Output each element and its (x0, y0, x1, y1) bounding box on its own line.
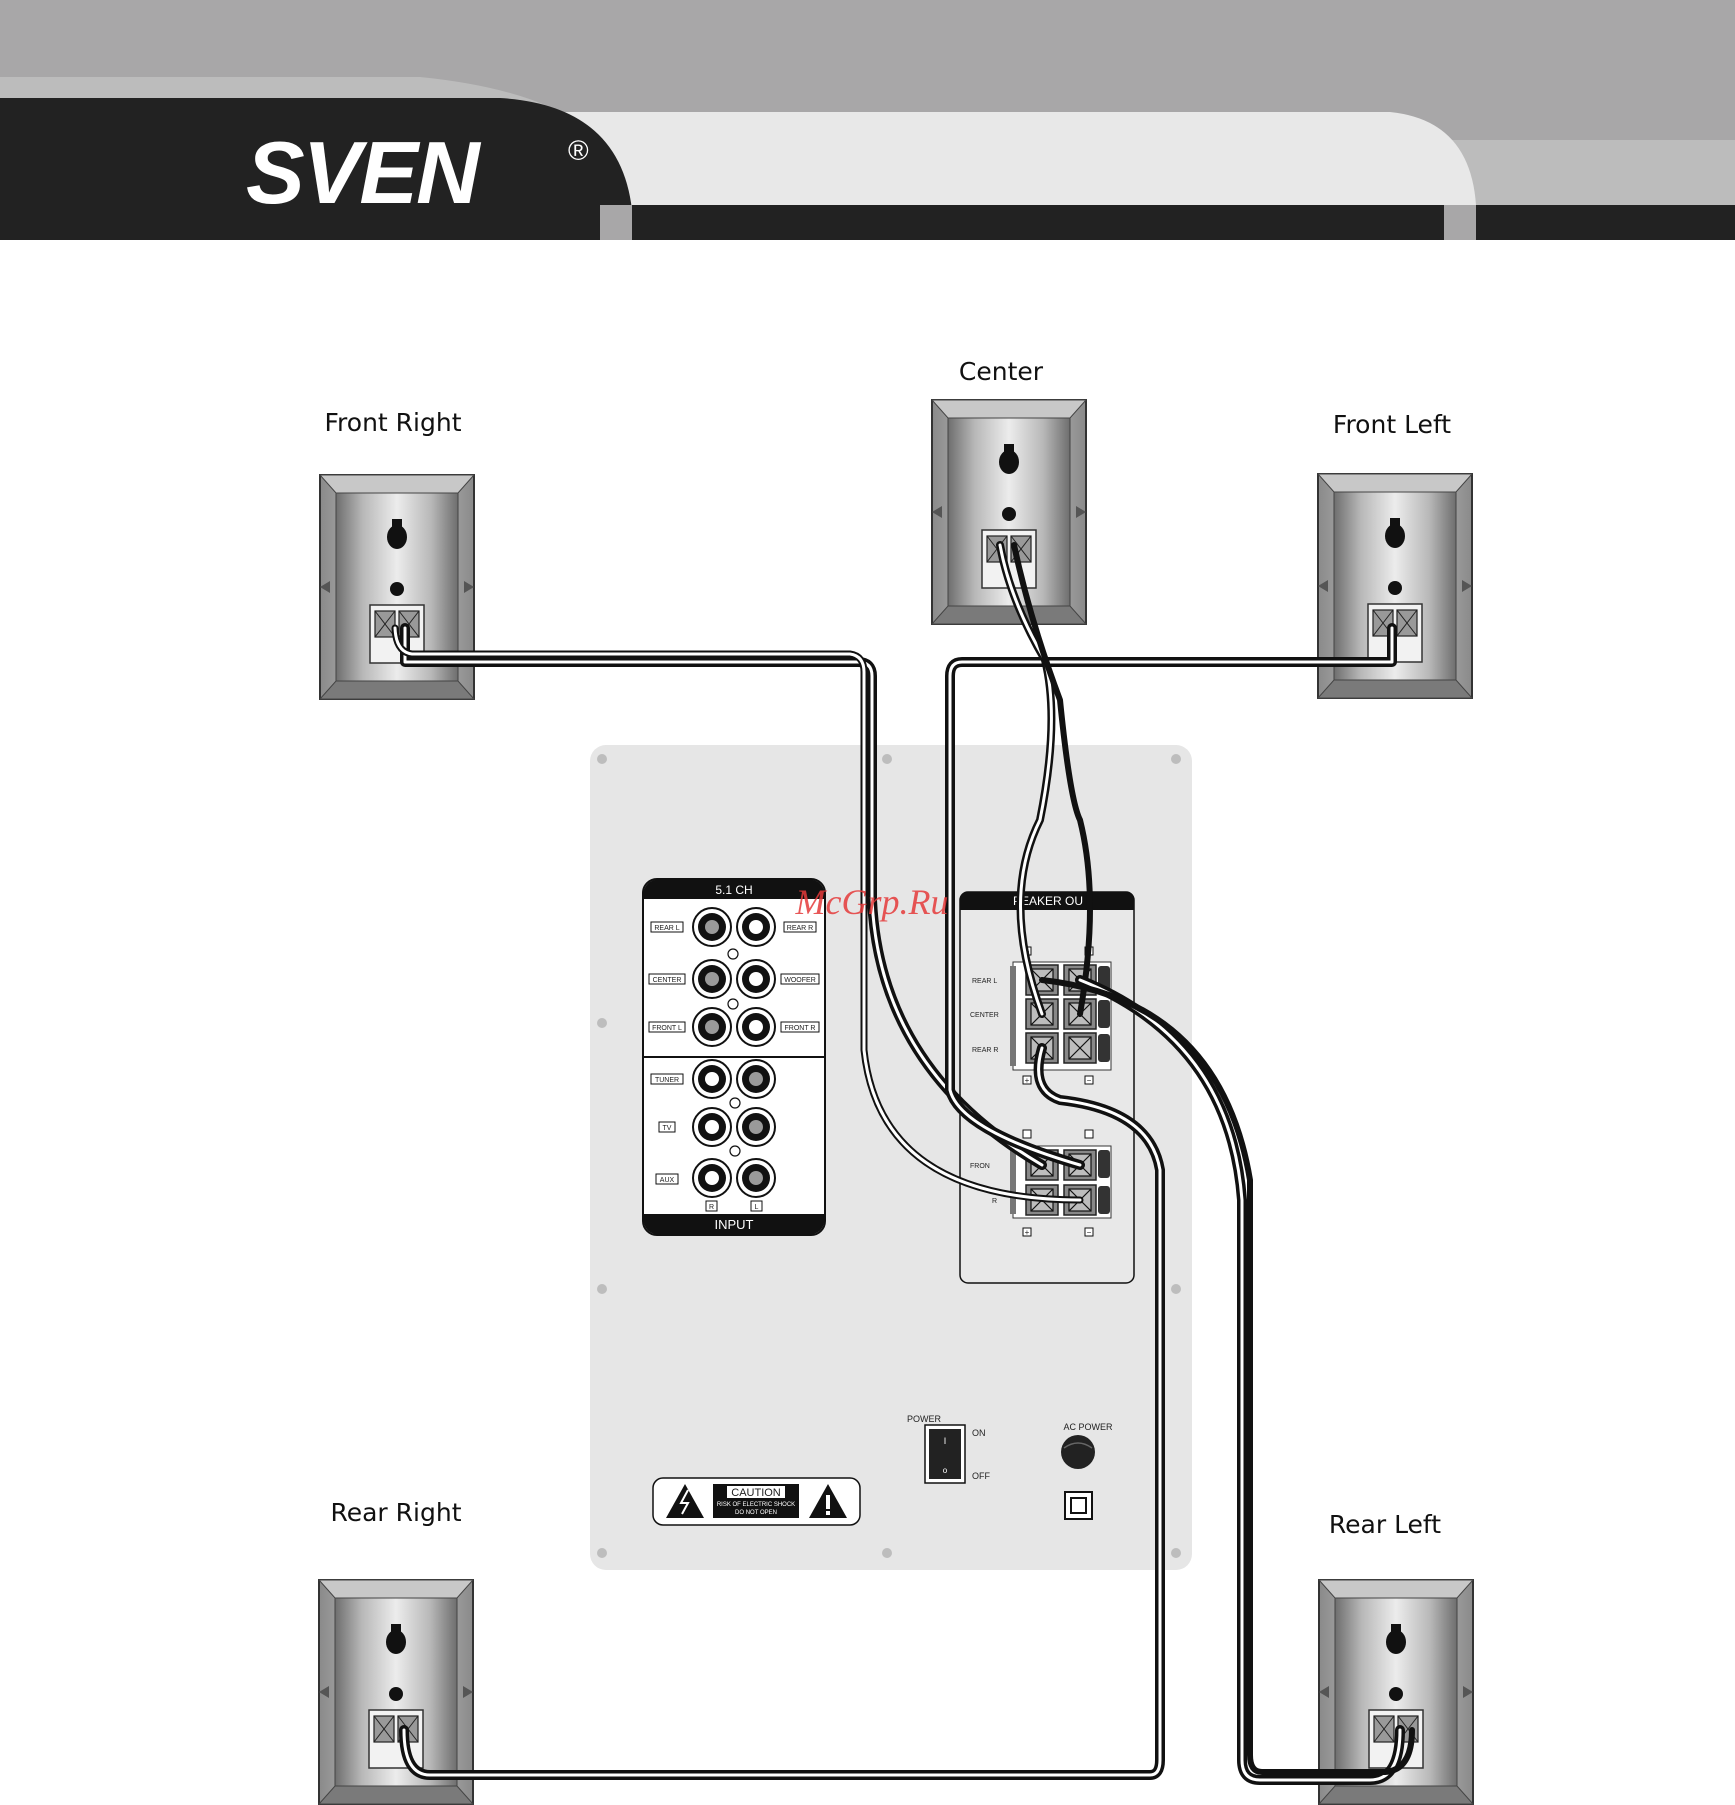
power-label: POWER (907, 1414, 942, 1424)
rca-jack-tv-l[interactable] (737, 1108, 775, 1146)
jack-label-front-l: FRONT L (652, 1025, 682, 1032)
jack-label-rear-l: REAR L (654, 925, 679, 932)
polarity-plus-bottom: + (1025, 1228, 1030, 1237)
speaker-out-terminal-rear-r-minus[interactable] (1064, 1033, 1096, 1063)
channel-label-r: R (709, 1204, 714, 1211)
input-panel-title: 5.1 CH (715, 883, 752, 897)
speaker-out-row-r: R (992, 1198, 997, 1205)
caution-label: CAUTION RISK OF ELECTRIC SHOCK DO NOT OP… (653, 1478, 860, 1525)
power-off-label: OFF (972, 1471, 990, 1481)
rca-jack-rear-l[interactable] (693, 908, 731, 946)
rca-jack-aux-l[interactable] (737, 1159, 775, 1197)
rca-jack-aux-r[interactable] (693, 1159, 731, 1197)
power-switch-off-mark: o (943, 1466, 948, 1475)
brand-logo: SVEN (246, 123, 482, 222)
rca-jack-center[interactable] (693, 960, 731, 998)
jack-label-woofer: WOOFER (784, 977, 816, 984)
jack-label-rear-r: REAR R (787, 925, 813, 932)
label-front-left: Front Left (1333, 410, 1451, 439)
jack-label-center: CENTER (653, 977, 682, 984)
jack-label-front-r: FRONT R (785, 1025, 816, 1032)
rca-jack-tv-r[interactable] (693, 1108, 731, 1146)
rca-jack-woofer[interactable] (737, 960, 775, 998)
rca-jack-tuner-l[interactable] (737, 1060, 775, 1098)
input-panel: 5.1 CH INPUT REAR L REAR R CENTER WOOFER… (643, 879, 825, 1235)
watermark: McGrp.Ru (795, 882, 949, 922)
channel-label-l: L (755, 1204, 759, 1211)
input-panel-footer: INPUT (715, 1217, 754, 1232)
label-rear-left: Rear Left (1329, 1510, 1441, 1539)
speaker-out-row-front: FRON (970, 1163, 990, 1170)
brand-registered-mark: ® (568, 135, 589, 166)
rca-jack-tuner-r[interactable] (693, 1060, 731, 1098)
speaker-out-row-rear-l: REAR L (972, 978, 997, 985)
header-banner: SVEN ® (0, 0, 1735, 240)
caution-line-2: DO NOT OPEN (735, 1510, 777, 1516)
ac-power-label: AC POWER (1063, 1422, 1113, 1432)
power-switch-on-mark: I (944, 1436, 947, 1446)
rca-jack-front-r[interactable] (737, 1008, 775, 1046)
caution-title: CAUTION (731, 1487, 781, 1499)
speaker-out-row-rear-r: REAR R (972, 1047, 998, 1054)
rca-jack-front-l[interactable] (693, 1008, 731, 1046)
caution-line-1: RISK OF ELECTRIC SHOCK (717, 1502, 795, 1508)
label-center: Center (959, 357, 1044, 386)
polarity-plus-mid: + (1025, 1076, 1030, 1085)
speaker-out-row-center: CENTER (970, 1012, 999, 1019)
power-on-label: ON (972, 1428, 986, 1438)
label-front-right: Front Right (324, 408, 461, 437)
jack-label-tuner: TUNER (655, 1077, 679, 1084)
polarity-minus-bottom: − (1087, 1228, 1092, 1237)
label-rear-right: Rear Right (330, 1498, 461, 1527)
jack-label-tv: TV (663, 1125, 672, 1132)
polarity-minus-mid: − (1087, 1076, 1092, 1085)
rca-jack-rear-r[interactable] (737, 908, 775, 946)
jack-label-aux: AUX (660, 1177, 675, 1184)
ac-power-socket[interactable] (1061, 1435, 1095, 1469)
